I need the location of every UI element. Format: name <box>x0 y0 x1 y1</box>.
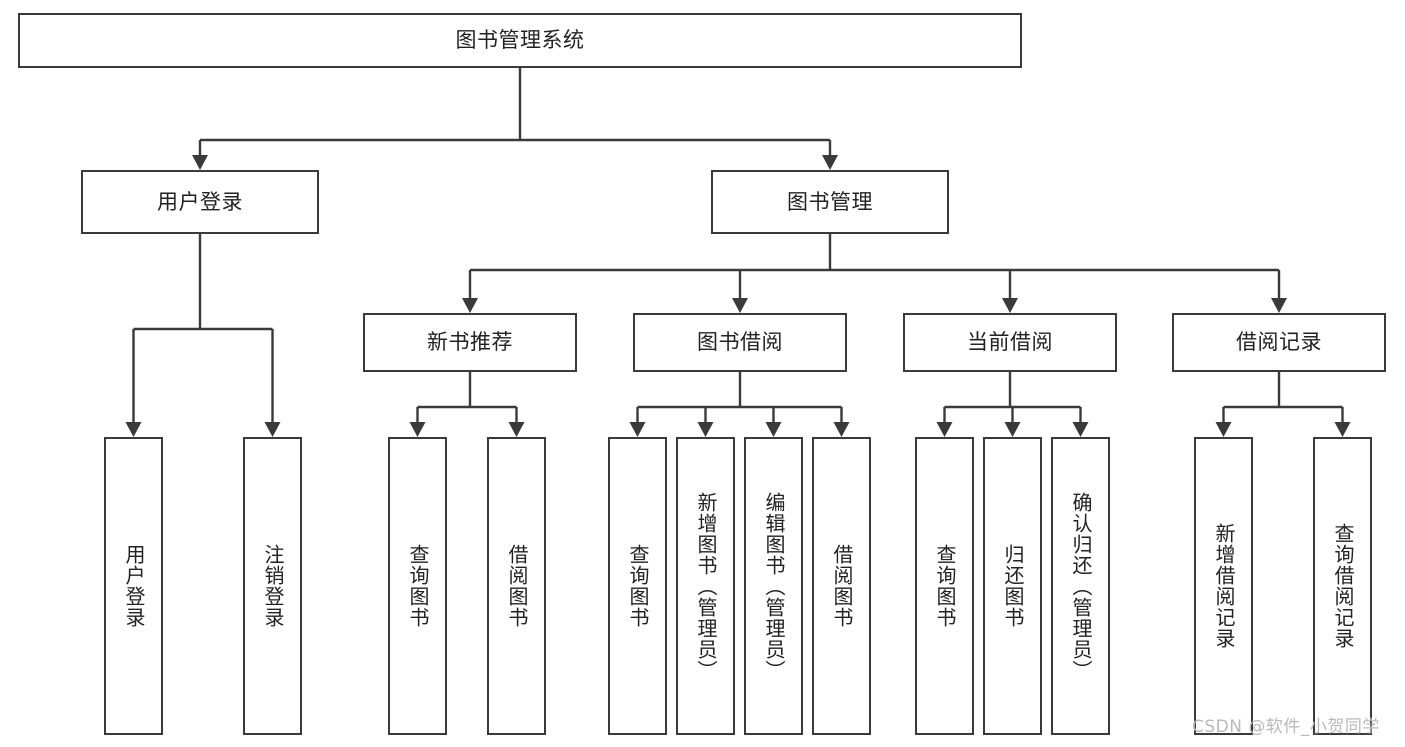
node-label: 图书管理系统 <box>455 28 585 53</box>
node-label: 图书借阅 <box>697 330 783 355</box>
node-图书管理系统[interactable]: 图书管理系统 <box>18 13 1022 68</box>
node-注销登录[interactable]: 注销登录 <box>243 437 302 735</box>
node-label: 用户登录 <box>157 189 243 214</box>
node-查询图书[interactable]: 查询图书 <box>388 437 447 735</box>
node-图书借阅[interactable]: 图书借阅 <box>633 313 847 372</box>
node-查询借阅记录[interactable]: 查询借阅记录 <box>1313 437 1372 735</box>
node-当前借阅[interactable]: 当前借阅 <box>903 313 1117 372</box>
node-用户登录[interactable]: 用户登录 <box>81 170 319 234</box>
node-编辑图书管理员[interactable]: 编辑图书（管理员） <box>744 437 803 735</box>
node-label: 查询图书 <box>933 544 957 628</box>
node-label: 查询图书 <box>406 544 430 628</box>
node-label: 新书推荐 <box>427 330 513 355</box>
node-查询图书[interactable]: 查询图书 <box>608 437 667 735</box>
node-借阅图书[interactable]: 借阅图书 <box>812 437 871 735</box>
node-新书推荐[interactable]: 新书推荐 <box>363 313 577 372</box>
node-label: 借阅图书 <box>830 544 854 628</box>
node-用户登录[interactable]: 用户登录 <box>104 437 163 735</box>
node-label: 确认归还（管理员） <box>1069 491 1093 681</box>
node-label: 借阅图书 <box>505 544 529 628</box>
node-label: 查询图书 <box>626 544 650 628</box>
node-label: 编辑图书（管理员） <box>762 491 786 681</box>
node-label: 新增图书（管理员） <box>694 491 718 681</box>
node-label: 归还图书 <box>1001 544 1025 628</box>
node-借阅记录[interactable]: 借阅记录 <box>1172 313 1386 372</box>
watermark-label: CSDN @软件_小贺同学 <box>1192 717 1380 737</box>
node-label: 注销登录 <box>261 544 285 628</box>
node-借阅图书[interactable]: 借阅图书 <box>487 437 546 735</box>
node-新增图书管理员[interactable]: 新增图书（管理员） <box>676 437 735 735</box>
node-归还图书[interactable]: 归还图书 <box>983 437 1042 735</box>
node-label: 当前借阅 <box>967 330 1053 355</box>
node-图书管理[interactable]: 图书管理 <box>711 170 949 234</box>
node-确认归还管理员[interactable]: 确认归还（管理员） <box>1051 437 1110 735</box>
node-label: 查询借阅记录 <box>1331 523 1355 649</box>
node-label: 借阅记录 <box>1236 330 1322 355</box>
node-label: 图书管理 <box>787 189 873 214</box>
node-label: 新增借阅记录 <box>1212 523 1236 649</box>
node-label: 用户登录 <box>122 544 146 628</box>
node-新增借阅记录[interactable]: 新增借阅记录 <box>1194 437 1253 735</box>
node-查询图书[interactable]: 查询图书 <box>915 437 974 735</box>
